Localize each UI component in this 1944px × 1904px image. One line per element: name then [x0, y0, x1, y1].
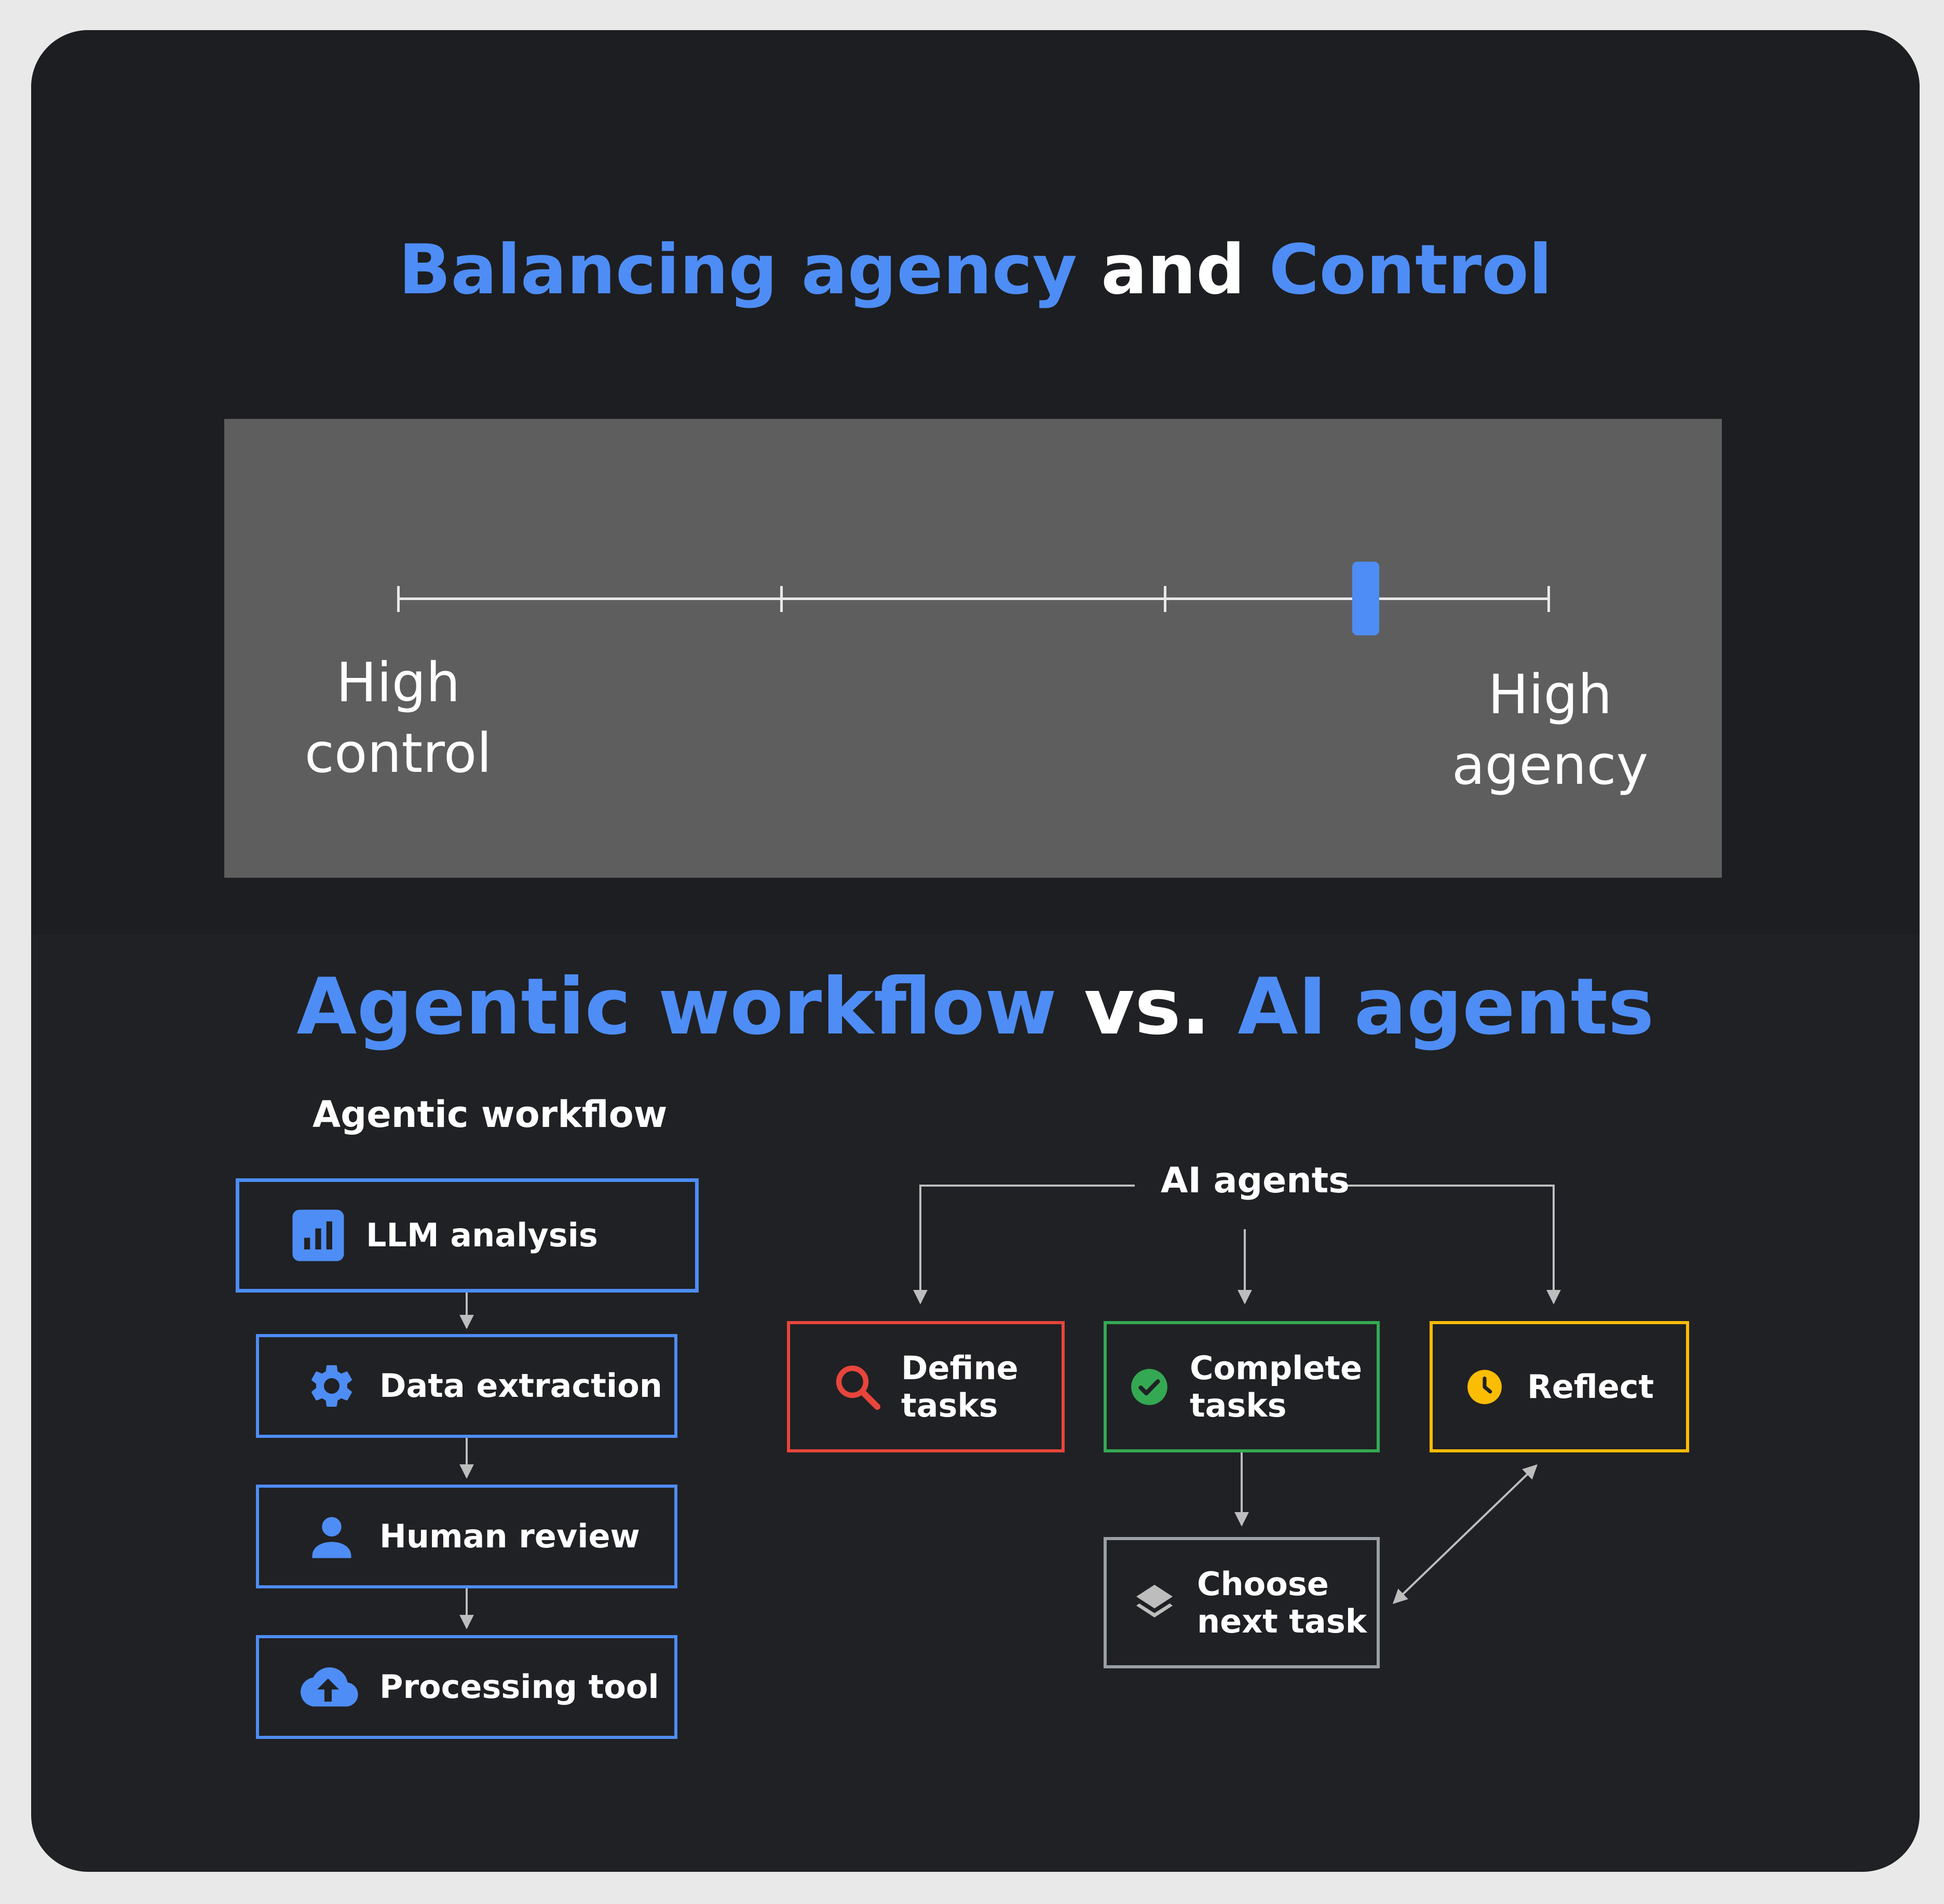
agent-node-choose-next-task[interactable]: Choose next task — [1104, 1537, 1380, 1668]
workflow-step-llm-analysis[interactable]: LLM analysis — [236, 1178, 699, 1293]
slider-track — [397, 597, 1550, 600]
search-icon — [833, 1362, 882, 1412]
agent-node-define-tasks[interactable]: Define tasks — [787, 1321, 1065, 1452]
title-part: and — [1101, 230, 1245, 310]
cloud-upload-icon — [296, 1661, 360, 1713]
clock-icon — [1466, 1368, 1503, 1406]
choose-reflect-arrow — [1392, 1464, 1538, 1604]
layers-icon — [1133, 1581, 1176, 1625]
agents-branch-right — [1341, 1185, 1561, 1304]
agency-control-slider-card: High control High agency — [224, 419, 1722, 878]
slider-tick — [397, 586, 400, 612]
bar-chart-icon — [290, 1207, 346, 1263]
node-label: Reflect — [1527, 1367, 1654, 1406]
title-part: vs. — [1084, 962, 1211, 1052]
agent-node-complete-tasks[interactable]: Complete tasks — [1104, 1321, 1380, 1452]
check-circle-icon — [1130, 1367, 1169, 1407]
agent-node-reflect[interactable]: Reflect — [1430, 1321, 1689, 1452]
balancing-title: Balancing agency and Control — [31, 230, 1920, 310]
connector-lines — [459, 1185, 1561, 1629]
title-part: Control — [1269, 230, 1553, 310]
slider-tick — [1164, 586, 1166, 612]
node-label: Define tasks — [901, 1349, 1018, 1424]
high-agency-label: High agency — [1451, 663, 1649, 797]
step-label: Processing tool — [379, 1668, 659, 1706]
workflow-step-processing-tool[interactable]: Processing tool — [256, 1635, 677, 1739]
title-part: AI agents — [1238, 962, 1654, 1052]
title-part: Balancing agency — [398, 230, 1078, 310]
step-label: Human review — [379, 1517, 640, 1555]
title-part: Agentic workflow — [296, 962, 1057, 1052]
step-label: Data extraction — [379, 1367, 662, 1405]
ai-agents-label: AI agents — [1161, 1160, 1350, 1201]
slider-thumb[interactable] — [1352, 562, 1379, 635]
high-control-label: High control — [304, 651, 492, 785]
agents-branch-left — [913, 1185, 1135, 1304]
comparison-title: Agentic workflow vs. AI agents — [31, 962, 1920, 1052]
workflow-step-human-review[interactable]: Human review — [256, 1485, 677, 1588]
gear-icon — [306, 1360, 358, 1412]
slider-tick — [780, 586, 783, 612]
slider-tick — [1547, 586, 1550, 612]
step-label: LLM analysis — [366, 1216, 598, 1254]
node-label: Choose next task — [1197, 1565, 1367, 1640]
person-icon — [306, 1511, 358, 1562]
slide-panel: Balancing agency and Control High contro… — [31, 30, 1920, 1872]
node-label: Complete tasks — [1190, 1349, 1363, 1424]
agentic-workflow-label: Agentic workflow — [312, 1093, 668, 1136]
workflow-step-data-extraction[interactable]: Data extraction — [256, 1334, 677, 1438]
